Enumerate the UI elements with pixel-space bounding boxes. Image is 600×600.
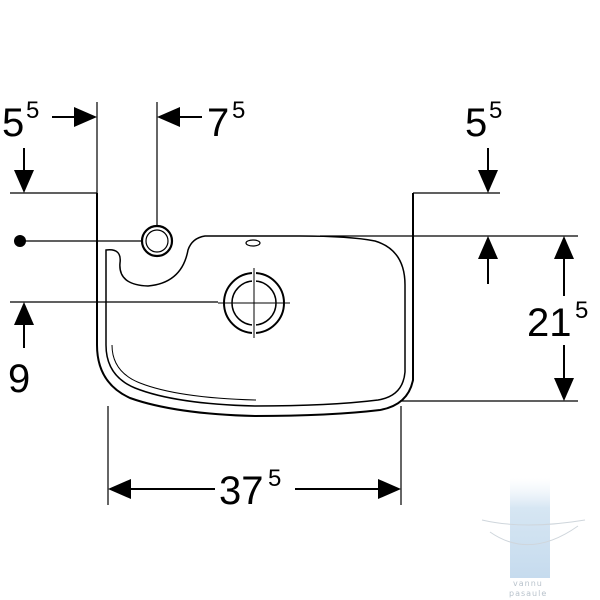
dim-bottom-width: 37	[219, 469, 264, 513]
dim-top-left-offset-sup: 5	[26, 97, 39, 124]
watermark-text-2: pasaule	[509, 589, 547, 598]
tap-center-marker	[14, 235, 26, 247]
dimension-arrows	[14, 107, 574, 499]
dim-tap-hole-offset-sup: 5	[232, 97, 245, 124]
dim-top-left-offset: 5	[2, 101, 24, 145]
dim-right-height-sup: 5	[575, 297, 588, 324]
dim-left-height: 9	[8, 357, 30, 401]
watermark-text-1: vannu	[513, 579, 543, 588]
basin-inner-bowl	[105, 235, 406, 407]
extension-lines	[10, 102, 578, 505]
dim-tap-hole-offset: 7	[207, 101, 229, 145]
dim-top-right-offset-sup: 5	[489, 97, 502, 124]
dim-top-right-offset: 5	[465, 101, 487, 145]
dim-right-height: 21	[527, 301, 572, 345]
drain	[218, 268, 290, 338]
watermark-logo: vannu pasaule	[481, 478, 586, 598]
tap-hole	[140, 224, 174, 258]
basin-outline	[96, 193, 414, 417]
dim-bottom-width-sup: 5	[268, 465, 281, 492]
overflow-hole	[245, 239, 261, 247]
